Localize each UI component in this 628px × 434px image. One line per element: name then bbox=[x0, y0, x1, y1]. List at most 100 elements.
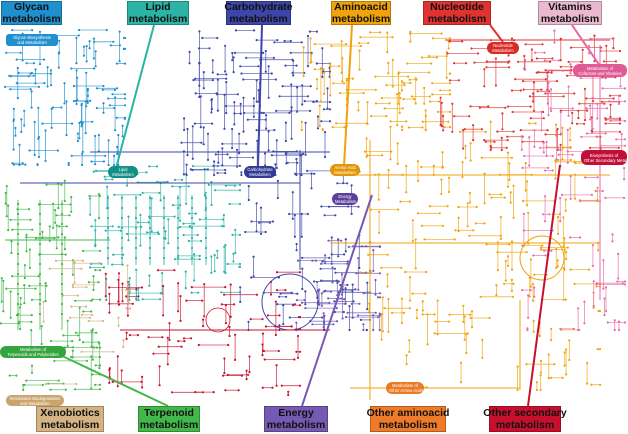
metabolite-node bbox=[113, 193, 116, 196]
metabolite-node bbox=[162, 216, 166, 220]
metabolite-node bbox=[400, 89, 403, 92]
metabolite-node bbox=[60, 202, 64, 206]
metabolite-node bbox=[593, 34, 596, 37]
metabolite-node bbox=[589, 146, 592, 149]
metabolite-node bbox=[12, 107, 15, 110]
metabolite-node bbox=[396, 162, 399, 165]
metabolite-node bbox=[387, 330, 390, 333]
category-carbohydrate: Carbohydrate metabolism bbox=[224, 1, 293, 25]
metabolite-node bbox=[231, 51, 234, 55]
metabolite-node bbox=[90, 345, 93, 348]
metabolite-node bbox=[597, 309, 600, 313]
metabolite-node bbox=[345, 43, 348, 46]
metabolite-node bbox=[111, 93, 114, 96]
metabolite-node bbox=[387, 297, 390, 301]
metabolite-node bbox=[319, 67, 322, 70]
metabolite-node bbox=[564, 198, 567, 201]
pathway-label-nucleotide-line1: Nucleotide bbox=[493, 43, 513, 48]
metabolite-node bbox=[63, 236, 66, 239]
metabolite-node bbox=[358, 49, 361, 52]
metabolite-node bbox=[566, 74, 569, 77]
metabolite-node bbox=[176, 256, 180, 260]
metabolite-node bbox=[557, 59, 561, 62]
metabolite-node bbox=[97, 193, 101, 196]
metabolite-node bbox=[623, 321, 627, 324]
metabolite-node bbox=[60, 272, 64, 276]
metabolite-node bbox=[408, 307, 411, 310]
pathway-label-terpenoids-line2: Terpenoids and Polyketides bbox=[7, 352, 59, 357]
metabolite-node bbox=[64, 253, 67, 256]
metabolite-node bbox=[229, 156, 232, 159]
metabolite-node bbox=[573, 197, 577, 200]
metabolite-node bbox=[540, 88, 543, 91]
metabolite-node bbox=[285, 295, 288, 298]
metabolite-node bbox=[559, 220, 562, 223]
metabolite-node bbox=[190, 196, 194, 200]
metabolite-node bbox=[71, 346, 75, 349]
metabolite-node bbox=[559, 59, 562, 62]
metabolite-node bbox=[448, 89, 452, 92]
metabolite-node bbox=[139, 244, 142, 247]
metabolite-node bbox=[543, 51, 546, 54]
metabolite-node bbox=[356, 314, 360, 317]
metabolite-node bbox=[274, 163, 277, 166]
metabolite-node bbox=[378, 312, 381, 315]
metabolite-node bbox=[556, 127, 559, 131]
metabolite-node bbox=[499, 237, 502, 240]
metabolite-node bbox=[508, 178, 511, 181]
metabolite-node bbox=[553, 29, 556, 32]
metabolite-node bbox=[232, 56, 235, 59]
metabolite-node bbox=[89, 197, 92, 200]
metabolite-node bbox=[177, 340, 180, 343]
metabolite-node bbox=[313, 172, 316, 175]
metabolite-node bbox=[220, 303, 223, 306]
metabolite-node bbox=[9, 218, 12, 221]
metabolite-node bbox=[213, 270, 216, 273]
metabolite-node bbox=[190, 206, 194, 210]
metabolite-node bbox=[136, 334, 140, 337]
metabolite-node bbox=[421, 309, 424, 312]
metabolite-node bbox=[161, 292, 164, 295]
metabolite-node bbox=[414, 238, 417, 241]
metabolite-node bbox=[485, 66, 488, 69]
metabolite-node bbox=[526, 328, 529, 332]
metabolite-node bbox=[468, 115, 471, 118]
metabolite-node bbox=[350, 212, 353, 215]
metabolite-node bbox=[261, 332, 265, 335]
metabolite-node bbox=[387, 61, 390, 64]
metabolite-node bbox=[310, 172, 313, 175]
metabolite-node bbox=[247, 320, 250, 323]
metabolite-node bbox=[320, 279, 323, 282]
metabolite-node bbox=[171, 185, 174, 188]
metabolite-node bbox=[550, 376, 553, 379]
metabolite-node bbox=[167, 218, 170, 221]
metabolite-node bbox=[340, 40, 343, 43]
metabolite-node bbox=[180, 345, 183, 348]
metabolite-node bbox=[423, 86, 426, 90]
metabolite-node bbox=[48, 225, 51, 228]
metabolite-node bbox=[183, 117, 186, 120]
metabolite-node bbox=[544, 220, 547, 223]
metabolite-node bbox=[166, 336, 169, 339]
metabolite-node bbox=[293, 213, 296, 217]
metabolite-node bbox=[16, 212, 20, 216]
metabolite-node bbox=[550, 88, 553, 91]
metabolite-node bbox=[60, 292, 64, 296]
metabolite-node bbox=[140, 380, 143, 383]
metabolite-node bbox=[97, 217, 101, 220]
metabolite-node bbox=[70, 210, 73, 213]
metabolite-node bbox=[69, 316, 72, 319]
metabolite-node bbox=[202, 143, 205, 146]
category-aminoacid: Aminoacid metabolism bbox=[331, 1, 391, 25]
metabolite-node bbox=[141, 386, 144, 389]
metabolite-node bbox=[177, 310, 180, 313]
metabolite-node bbox=[41, 383, 44, 387]
metabolite-node bbox=[561, 158, 564, 161]
category-nucleotide: Nucleotide metabolism bbox=[423, 1, 491, 25]
metabolite-node bbox=[111, 380, 114, 383]
metabolite-node bbox=[123, 62, 127, 65]
metabolite-node bbox=[102, 111, 105, 114]
metabolite-node bbox=[372, 269, 375, 272]
metabolite-node bbox=[329, 65, 332, 68]
metabolite-node bbox=[88, 194, 91, 198]
